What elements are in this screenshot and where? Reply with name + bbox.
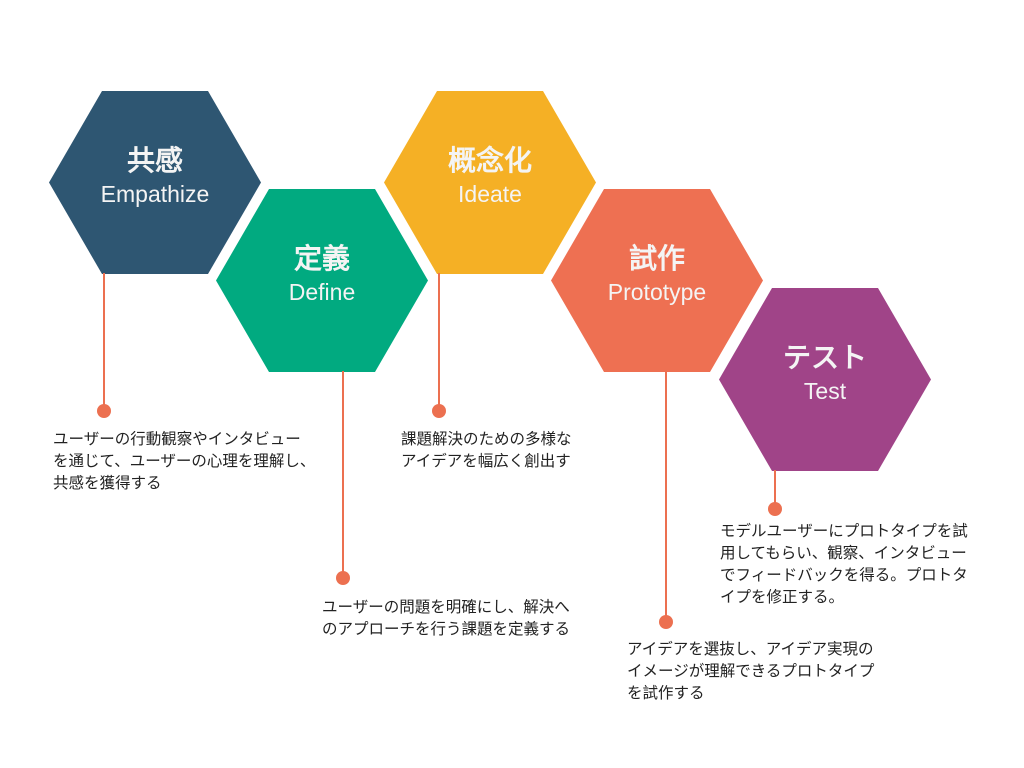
connector-dot-test bbox=[768, 502, 782, 516]
stage-title-en: Ideate bbox=[458, 181, 522, 207]
hexagon-shape bbox=[719, 288, 931, 471]
hexagon-shape bbox=[216, 189, 428, 372]
connector-line-define bbox=[342, 371, 344, 578]
hexagon-prototype: 試作 Prototype bbox=[551, 189, 763, 372]
stage-title-jp: 試作 bbox=[628, 242, 685, 275]
hexagon-ideate: 概念化 Ideate bbox=[384, 91, 596, 274]
connector-line-test bbox=[774, 470, 776, 509]
stage-title-en: Test bbox=[803, 378, 847, 404]
stage-title-jp: テスト bbox=[782, 341, 867, 374]
connector-line-prototype bbox=[665, 371, 667, 622]
description-empathize: ユーザーの行動観察やインタビュー を通じて、ユーザーの心理を理解し、 共感を獲得… bbox=[53, 430, 316, 492]
connector-dot-empathize bbox=[97, 404, 111, 418]
stage-title-jp: 定義 bbox=[293, 242, 350, 275]
connector-line-ideate bbox=[438, 273, 440, 411]
hexagon-shape bbox=[551, 189, 763, 372]
stage-title-en: Define bbox=[288, 279, 356, 305]
hexagon-empathize: 共感 Empathize bbox=[49, 91, 261, 274]
hexagon-shape bbox=[384, 91, 596, 274]
stage-title-jp: 概念化 bbox=[447, 144, 532, 177]
connector-dot-define bbox=[336, 571, 350, 585]
stage-title-en: Empathize bbox=[100, 181, 210, 207]
description-prototype: アイデアを選抜し、アイデア実現の イメージが理解できるプロトタイプ を試作する bbox=[627, 640, 875, 702]
description-define: ユーザーの問題を明確にし、解決へ のアプローチを行う課題を定義する bbox=[322, 598, 571, 638]
connector-line-empathize bbox=[103, 273, 105, 411]
connector-dot-prototype bbox=[659, 615, 673, 629]
stage-title-jp: 共感 bbox=[126, 144, 183, 177]
description-test: モデルユーザーにプロトタイプを試 用してもらい、観察、インタビュー でフィードバ… bbox=[720, 522, 968, 606]
stage-title-en: Prototype bbox=[607, 279, 707, 305]
hexagon-test: テスト Test bbox=[719, 288, 931, 471]
hexagon-shape bbox=[49, 91, 261, 274]
hexagon-define: 定義 Define bbox=[216, 189, 428, 372]
connector-dot-ideate bbox=[432, 404, 446, 418]
description-ideate: 課題解決のための多様な アイデアを幅広く創出す bbox=[401, 430, 572, 470]
